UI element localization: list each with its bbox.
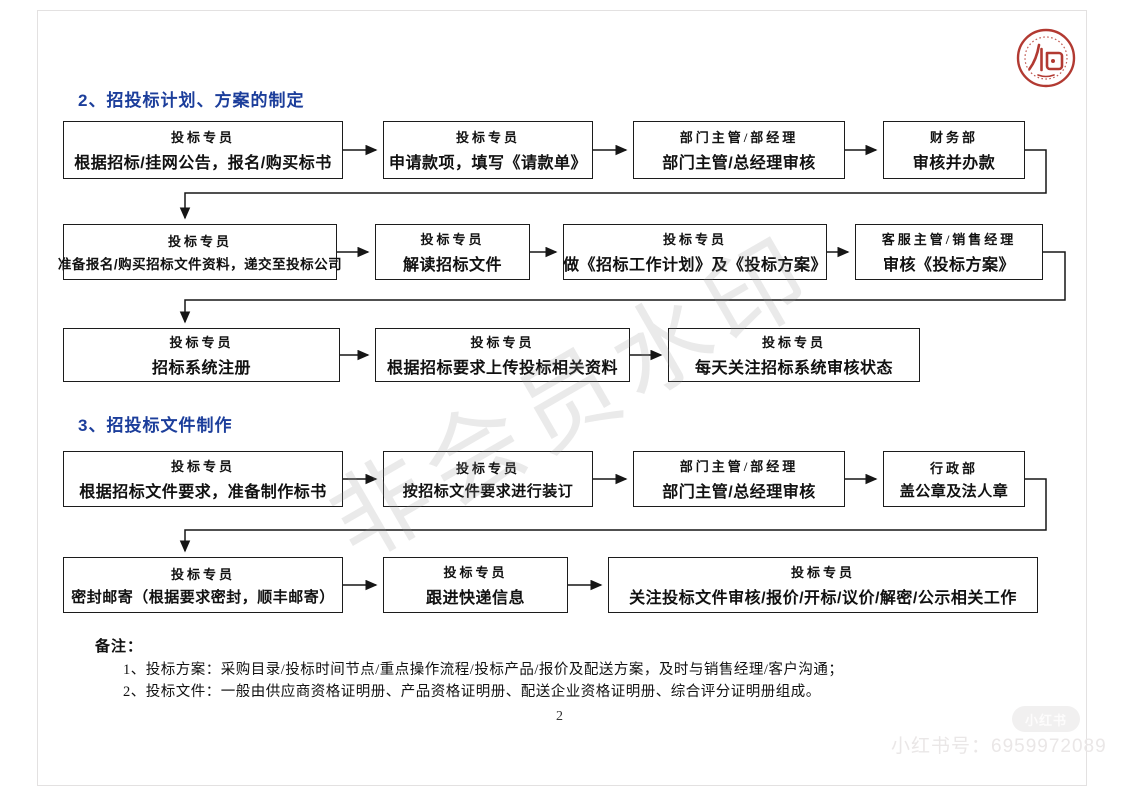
section-2-title: 2、招投标计划、方案的制定: [78, 91, 305, 110]
box-role: 投标专员: [455, 460, 520, 476]
page-number: 2: [556, 709, 563, 724]
section-3-title: 3、招投标文件制作: [78, 416, 233, 435]
company-seal-logo: [1016, 28, 1076, 88]
box-task: 招标系统注册: [151, 360, 251, 377]
box-task: 根据招标文件要求，准备制作标书: [79, 484, 327, 501]
xiaohongshu-badge: 小红书: [1012, 706, 1080, 732]
box-role: 投标专员: [470, 335, 535, 350]
flow-box-s2r2-2: 投标专员 解读招标文件: [375, 224, 530, 280]
flow-box-s2r1-2: 投标专员 申请款项，填写《请款单》: [383, 121, 593, 179]
box-role: 投标专员: [790, 565, 855, 580]
box-task: 每天关注招标系统审核状态: [694, 360, 893, 377]
xiaohongshu-account-watermark: 小红书号：6959972089: [891, 736, 1107, 757]
note-item: 2、投标文件：一般由供应商资格证明册、产品资格证明册、配送企业资格证明册、综合评…: [123, 684, 821, 700]
flow-box-s2r1-3: 部门主管/部经理 部门主管/总经理审核: [633, 121, 845, 179]
box-task: 根据招标/挂网公告，报名/购买标书: [74, 155, 332, 172]
flow-box-s3r2-2: 投标专员 跟进快递信息: [383, 557, 568, 613]
box-task: 跟进快递信息: [425, 590, 525, 607]
flow-box-s2r3-2: 投标专员 根据招标要求上传投标相关资料: [375, 328, 630, 382]
flow-box-s3r1-1: 投标专员 根据招标文件要求，准备制作标书: [63, 451, 343, 507]
box-role: 投标专员: [662, 232, 727, 247]
flow-box-s3r1-4: 行政部 盖公章及法人章: [883, 451, 1025, 507]
box-task: 部门主管/总经理审核: [662, 155, 816, 172]
box-task: 审核《投标方案》: [882, 257, 1015, 274]
box-task: 准备报名/购买招标文件资料，递交至投标公司: [57, 257, 343, 272]
box-role: 投标专员: [170, 459, 235, 474]
flow-box-s2r1-4: 财务部 审核并办款: [883, 121, 1025, 179]
box-role: 投标专员: [170, 130, 235, 145]
box-task: 审核并办款: [912, 155, 996, 172]
flow-box-s2r3-1: 投标专员 招标系统注册: [63, 328, 340, 382]
box-role: 投标专员: [167, 234, 232, 249]
box-role: 投标专员: [761, 335, 826, 350]
flow-box-s2r2-1: 投标专员 准备报名/购买招标文件资料，递交至投标公司: [58, 224, 342, 280]
flow-box-s3r1-3: 部门主管/部经理 部门主管/总经理审核: [633, 451, 845, 507]
box-role: 行政部: [929, 460, 978, 476]
box-task: 申请款项，填写《请款单》: [388, 155, 587, 172]
flow-box-s2r1-1: 投标专员 根据招标/挂网公告，报名/购买标书: [63, 121, 343, 179]
box-task: 根据招标要求上传投标相关资料: [386, 360, 618, 377]
box-role: 财务部: [929, 130, 978, 145]
box-task: 密封邮寄（根据要求密封，顺丰邮寄）: [71, 588, 335, 606]
box-task: 关注投标文件审核/报价/开标/议价/解密/公示相关工作: [629, 590, 1017, 607]
box-task: 部门主管/总经理审核: [662, 484, 816, 501]
note-item: 1、投标方案：采购目录/投标时间节点/重点操作流程/投标产品/报价及配送方案，及…: [123, 662, 844, 678]
box-task: 解读招标文件: [402, 257, 502, 274]
box-role: 投标专员: [420, 232, 485, 247]
flow-box-s3r2-1: 投标专员 密封邮寄（根据要求密封，顺丰邮寄）: [63, 557, 343, 613]
box-role: 投标专员: [455, 130, 520, 145]
box-role: 投标专员: [170, 566, 235, 582]
flow-box-s2r3-3: 投标专员 每天关注招标系统审核状态: [668, 328, 920, 382]
box-role: 投标专员: [443, 565, 508, 580]
notes-label: 备注：: [95, 638, 144, 655]
box-task: 盖公章及法人章: [899, 482, 1009, 500]
box-role: 投标专员: [169, 335, 234, 350]
box-role: 客服主管/销售经理: [881, 232, 1017, 247]
flow-box-s3r2-3: 投标专员 关注投标文件审核/报价/开标/议价/解密/公示相关工作: [608, 557, 1038, 613]
flow-box-s2r2-4: 客服主管/销售经理 审核《投标方案》: [855, 224, 1043, 280]
box-role: 部门主管/部经理: [679, 130, 799, 145]
box-role: 部门主管/部经理: [679, 459, 799, 474]
